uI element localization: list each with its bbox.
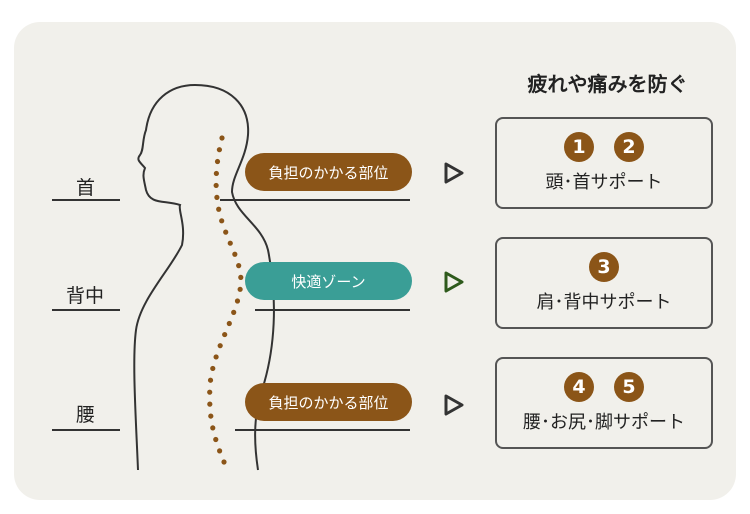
spine-dot: [214, 158, 221, 165]
support-label: 頭･首サポート: [545, 172, 663, 193]
spine-dot: [207, 401, 213, 407]
spine-dot: [236, 263, 242, 269]
spine-dot: [238, 274, 244, 280]
divider: [235, 429, 410, 431]
arrow-right-icon: [444, 271, 464, 293]
spine-dot: [231, 309, 237, 315]
zone-comfort: 快適ゾーン: [245, 262, 412, 300]
support-label: 腰･お尻･脚サポート: [523, 412, 685, 433]
spine-dot: [216, 206, 222, 212]
spine-dot: [213, 436, 219, 443]
divider: [52, 199, 120, 201]
arrow-right-icon: [444, 394, 464, 416]
spine-dot: [214, 194, 220, 200]
spine-dot: [217, 343, 223, 349]
spine-dot: [216, 147, 223, 153]
label-back: 背中: [66, 285, 105, 307]
spine-dot: [210, 425, 216, 431]
spine-dot: [217, 448, 223, 454]
spine-dot: [207, 377, 214, 383]
spine-dot: [213, 170, 219, 177]
number-badge: 2: [614, 132, 644, 162]
number-badge: 4: [564, 372, 594, 402]
divider: [52, 429, 120, 431]
label-waist: 腰: [76, 404, 96, 426]
divider: [52, 309, 120, 311]
zone-strain-waist: 負担のかかる部位: [245, 383, 412, 421]
spine-dot: [219, 218, 225, 224]
support-box-shoulder-back: 3 肩･背中サポート: [495, 237, 713, 329]
divider: [220, 199, 410, 201]
spine-dot: [207, 389, 213, 395]
spine-dot: [237, 286, 243, 292]
spine-dot: [213, 354, 219, 360]
spine-dot: [213, 182, 219, 189]
spine-dot: [234, 298, 241, 304]
page-title: 疲れや痛みを防ぐ: [527, 72, 688, 96]
spine-dot: [226, 320, 232, 327]
label-neck: 首: [76, 177, 96, 199]
spine-dot: [219, 135, 225, 141]
number-badge: 3: [589, 252, 619, 282]
zone-strain-neck: 負担のかかる部位: [245, 153, 412, 191]
spine-dot: [227, 240, 233, 246]
spine-dot: [232, 251, 238, 257]
spine-dot: [210, 365, 216, 372]
spine-dots: [207, 135, 244, 465]
spine-dot: [222, 331, 228, 338]
number-badge: 5: [614, 372, 644, 402]
spine-dot: [223, 229, 229, 235]
divider: [255, 309, 410, 311]
arrow-right-icon: [444, 162, 464, 184]
spine-dot: [208, 413, 214, 419]
number-badge: 1: [564, 132, 594, 162]
support-label: 肩･背中サポート: [536, 292, 672, 313]
spine-dot: [221, 459, 227, 465]
